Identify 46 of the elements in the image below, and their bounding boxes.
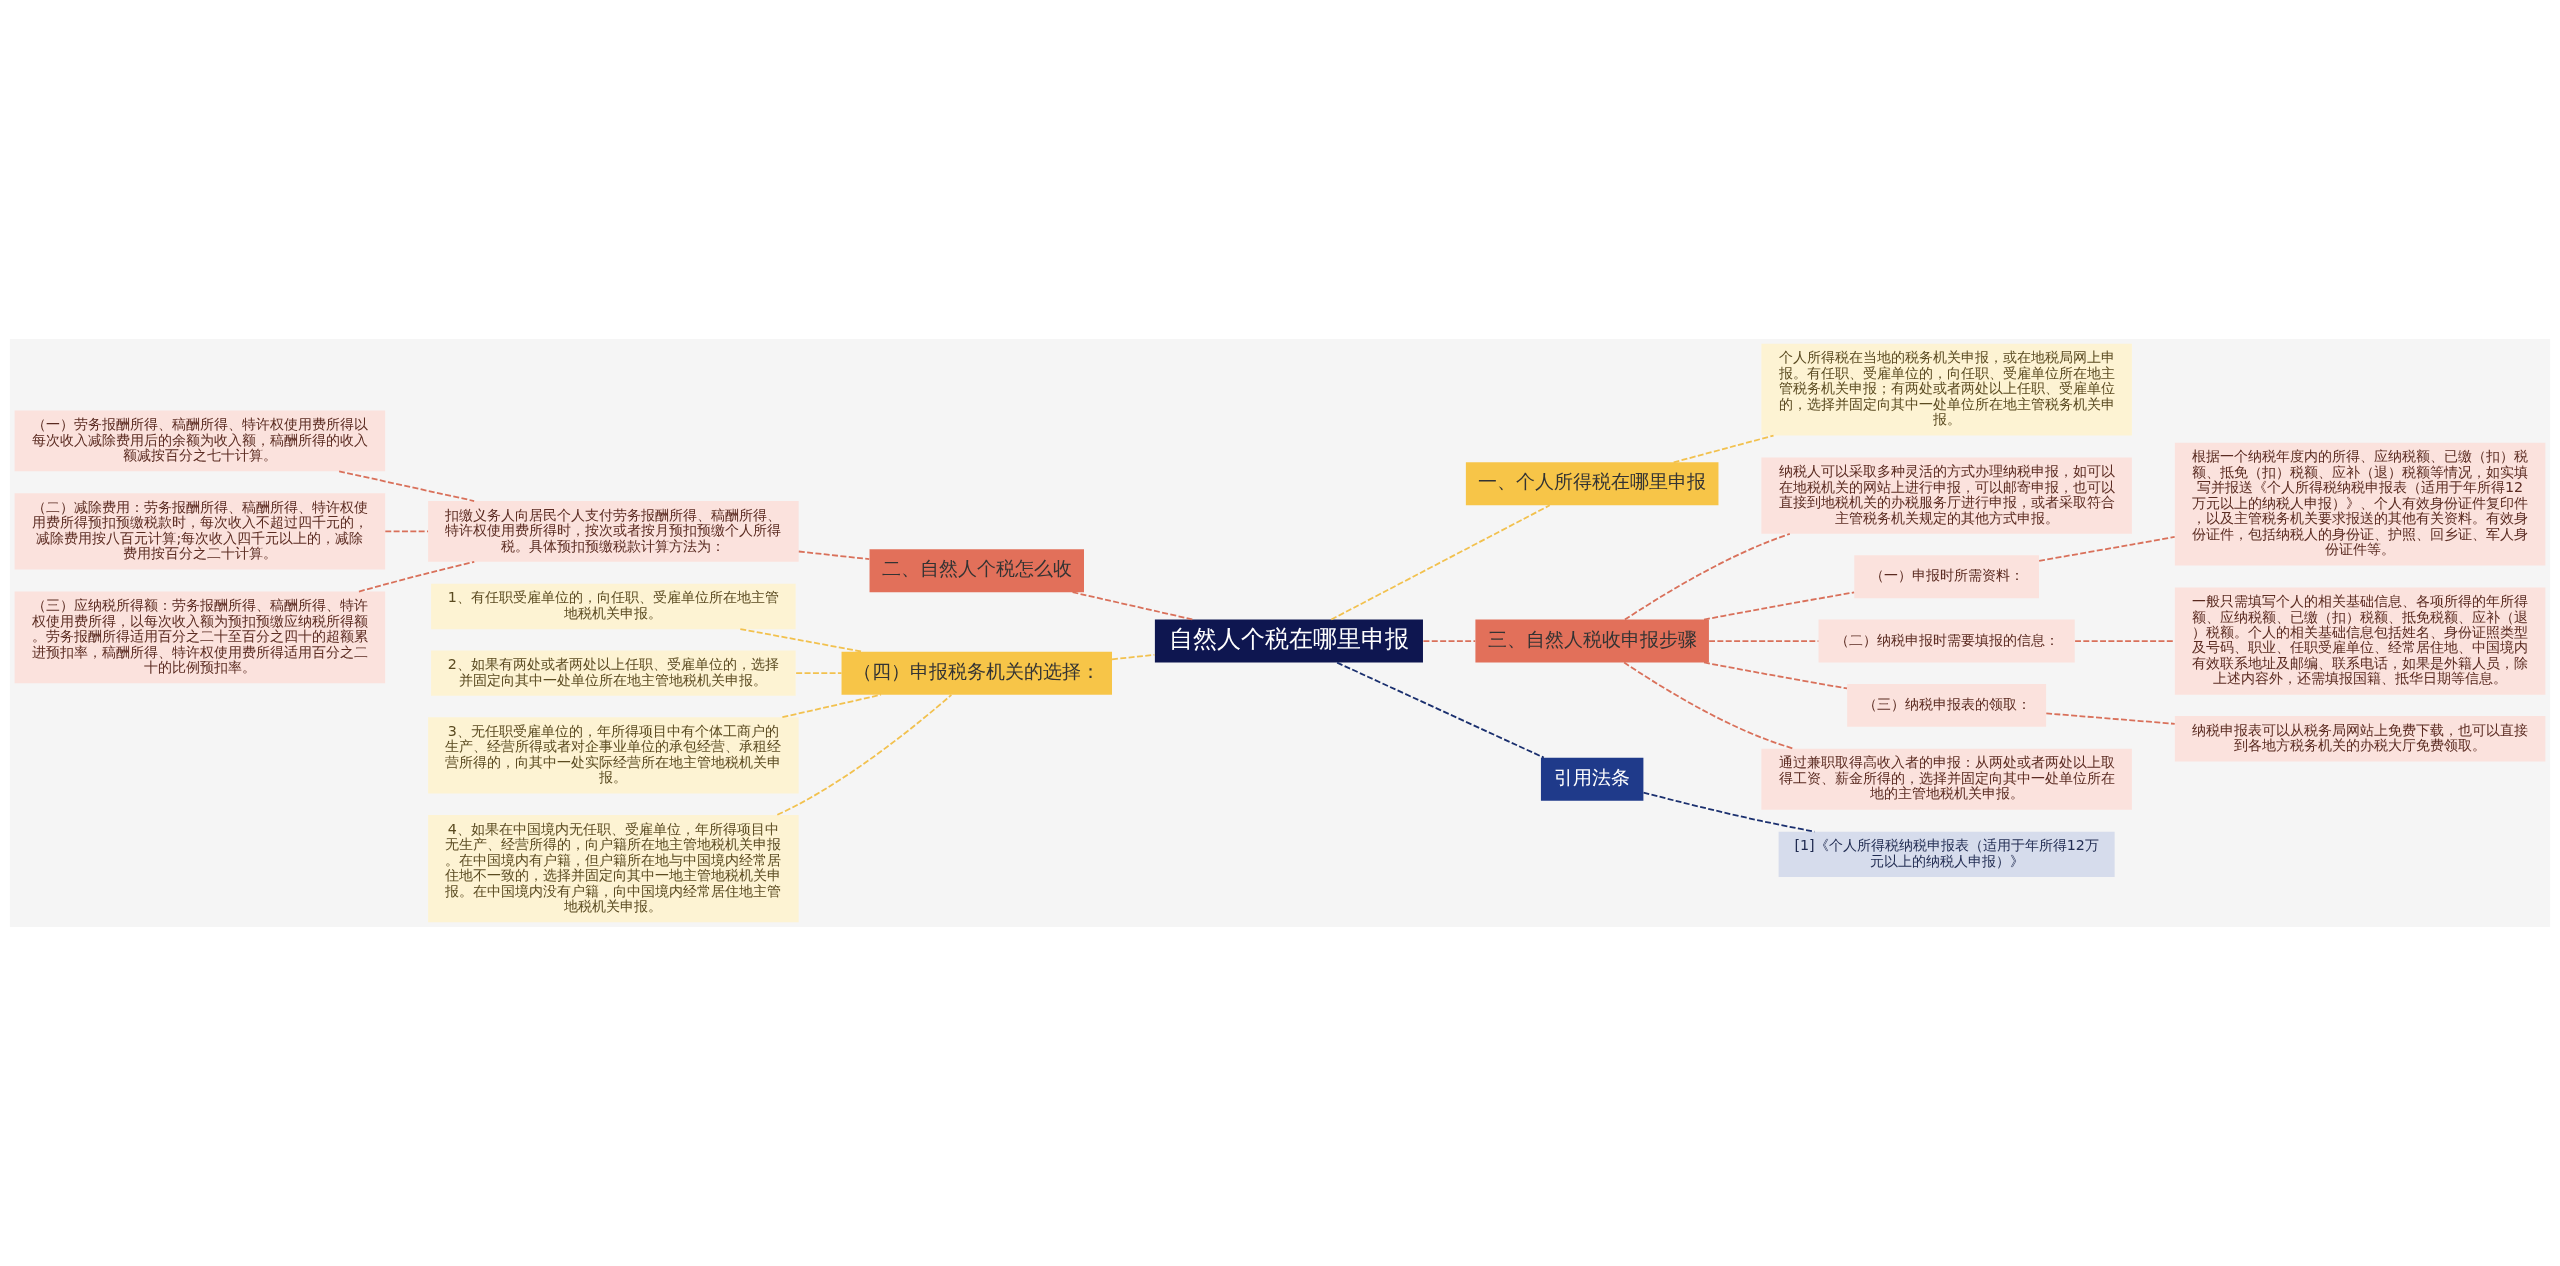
node-box: （三）纳税申报表的领取：: [1847, 683, 2047, 727]
node-box: 通过兼职取得高收入者的申报：从两处或者两处以上取得工资、薪金所得的，选择并固定向其中一处单位所在地的主管地税机关申报。: [1761, 748, 2132, 810]
node-box: （二）减除费用：劳务报酬所得、稿酬所得、特许权使用费所得预扣预缴税款时，每次收入不超过四千元的，减除费用按八百元计算;每次收入四千元以上的，减除费用按百分之二十计算。: [14, 493, 386, 570]
connector: [1111, 654, 1156, 661]
node-box: 二、自然人个税怎么收: [869, 549, 1084, 593]
connector: [739, 628, 864, 653]
connector: [358, 560, 476, 593]
connector: [776, 693, 953, 816]
connector: [797, 550, 871, 561]
node-box: 2、如果有两处或者两处以上任职、受雇单位的，选择并固定向其中一处单位所在地主管地税机关申报。: [431, 650, 796, 696]
connector: [1642, 791, 1816, 833]
connector: [1624, 532, 1791, 621]
node-box: 根据一个纳税年度内的所得、应纳税额、已缴（扣）税额、抵免（扣）税额、应补（退）税额等情况，如实填写并报送《个人所得税纳税申报表（适用于年所得12万元以上的纳税人申报）》、个人有效身份证件复印件，以及主管税务机关要求报送的其他有关资料。有效身份证件，包括纳税人的身份证、护照、回乡证、军人身份证件等。: [2174, 442, 2546, 566]
node-box: （二）纳税申报时需要填报的信息：: [1818, 619, 2075, 663]
node-box: 3、无任职受雇单位的，年所得项目中有个体工商户的生产、经营所得或者对企事业单位的承包经营、承租经营所得的，向其中一处实际经营所在地主管地税机关申报。: [428, 717, 799, 794]
connector: [384, 530, 429, 533]
connector: [1336, 661, 1545, 759]
connector: [1422, 640, 1477, 642]
connector: [2074, 640, 2176, 642]
connector: [338, 470, 476, 502]
node-box: （一）劳务报酬所得、稿酬所得、特许权使用费所得以每次收入减除费用后的余额为收入额，稿酬所得的收入额减按百分之七十计算。: [14, 410, 386, 472]
node-box: 1、有任职受雇单位的，向任职、受雇单位所在地主管地税机关申报。: [431, 583, 796, 630]
node-box: 4、如果在中国境内无任职、受雇单位，年所得项目中无生产、经营所得的，向户籍所在地主管地税机关申报。在中国境内有户籍，但户籍所在地与中国境内经常居住地不一致的，选择并固定向其中一地主管地税机关申报。在中国境内没有户籍，向中国境内经常居住地主管地税机关申报。: [428, 815, 799, 923]
node-box: 个人所得税在当地的税务机关申报，或在地税局网上申报。有任职、受雇单位的，向任职、受雇单位所在地主管税务机关申报；有两处或者两处以上任职、受雇单位的，选择并固定向其中一处单位所在地主管税务机关申报。: [1761, 343, 2132, 436]
node-box: 一、个人所得税在哪里申报: [1465, 462, 1719, 506]
node-box: 纳税人可以采取多种灵活的方式办理纳税申报，如可以在地税机关的网站上进行申报，可以邮寄申报，也可以直接到地税机关的办税服务厅进行申报，或者采取符合主管税务机关规定的其他方式申报。: [1761, 457, 2132, 534]
node-box: 一般只需填写个人的相关基础信息、各项所得的年所得额、应纳税额、已缴（扣）税额、抵免税额、应补（退）税额。个人的相关基础信息包括姓名、身份证照类型及号码、职业、任职受雇单位、经常居住地、中国境内有效联系地址及邮编、联系电话，如果是外籍人员，除上述内容外，还需填报国籍、抵华日期等信息。: [2174, 587, 2546, 695]
connector: [1703, 591, 1855, 621]
connector: [781, 693, 882, 719]
node-box: 扣缴义务人向居民个人支付劳务报酬所得、稿酬所得、特许权使用费所得时，按次或者按月预扣预缴个人所得税。具体预扣预缴税款计算方法为：: [428, 501, 799, 562]
connector: [1071, 591, 1195, 621]
connector: [2038, 536, 2176, 562]
connector: [1330, 504, 1551, 621]
node-box: [1]《个人所得税纳税申报表（适用于年所得12万元以上的纳税人申报）》: [1778, 831, 2115, 877]
connector: [2045, 712, 2176, 725]
node-box: 自然人个税在哪里申报: [1154, 619, 1423, 663]
node-box: 三、自然人税收申报步骤: [1475, 619, 1709, 663]
connector: [1703, 661, 1848, 690]
node-box: 纳税申报表可以从税务局网站上免费下载，也可以直接到各地方税务机关的办税大厅免费领取。: [2174, 716, 2546, 762]
node-box: 引用法条: [1540, 757, 1644, 801]
connector: [1672, 434, 1775, 464]
node-box: （四）申报税务机关的选择：: [841, 651, 1112, 695]
node-box: （三）应纳税所得额：劳务报酬所得、稿酬所得、特许权使用费所得，以每次收入额为预扣预缴应纳税所得额。劳务报酬所得适用百分之二十至百分之四十的超额累进预扣率，稿酬所得、特许权使用费所得适用百分之二十的比例预扣率。: [14, 591, 386, 684]
node-box: （一）申报时所需资料：: [1854, 555, 2039, 599]
connector: [1623, 661, 1796, 750]
connector: [795, 672, 843, 675]
